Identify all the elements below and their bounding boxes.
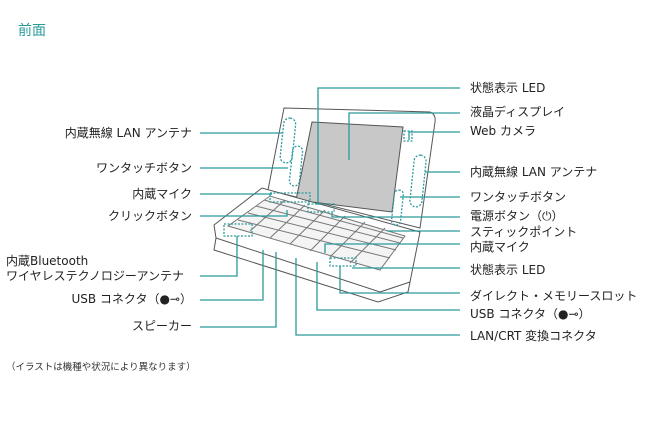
label-status-led-top: 状態表示 LED <box>470 81 546 95</box>
usb-label-end: ） <box>179 292 192 306</box>
label-wlan-antenna-right: 内蔵無線 LAN アンテナ <box>470 165 598 179</box>
label-mic-right: 内蔵マイク <box>470 240 530 254</box>
label-bluetooth-2: ワイヤレステクノロジーアンテナ <box>6 269 184 283</box>
label-mic-left: 内蔵マイク <box>132 187 192 201</box>
usb-label-end: ） <box>578 307 591 321</box>
label-power-button: 電源ボタン（⏻） <box>470 209 564 223</box>
page-title: 前面 <box>18 23 46 39</box>
label-one-touch-right: ワンタッチボタン <box>470 190 567 204</box>
label-status-led: 状態表示 LED <box>470 263 546 277</box>
label-webcam: Web カメラ <box>470 124 536 138</box>
usb-icon: ●⊸ <box>557 307 579 321</box>
leader-lines <box>200 87 460 336</box>
label-wlan-antenna-left: 内蔵無線 LAN アンテナ <box>64 126 192 140</box>
screen <box>295 121 404 213</box>
label-lan-crt: LAN/CRT 変換コネクタ <box>470 329 597 343</box>
label-lcd: 液晶ディスプレイ <box>470 105 566 119</box>
usb-label-text: USB コネクタ（ <box>71 292 160 306</box>
label-memory-slot: ダイレクト・メモリースロット <box>470 289 638 303</box>
usb-label-text: USB コネクタ（ <box>470 307 558 321</box>
label-bluetooth-1: 内蔵Bluetooth <box>6 254 89 268</box>
label-usb-left: USB コネクタ（●⊸） <box>71 292 192 306</box>
usb-icon: ●⊸ <box>159 292 180 306</box>
label-stick-point: スティックポイント <box>470 225 578 239</box>
label-one-touch-left: ワンタッチボタン <box>95 161 192 175</box>
label-usb-right: USB コネクタ（●⊸） <box>470 307 591 321</box>
label-speaker: スピーカー <box>131 319 192 333</box>
label-click-button: クリックボタン <box>107 209 192 223</box>
footnote: （イラストは機種や状況により異なります） <box>6 362 196 373</box>
